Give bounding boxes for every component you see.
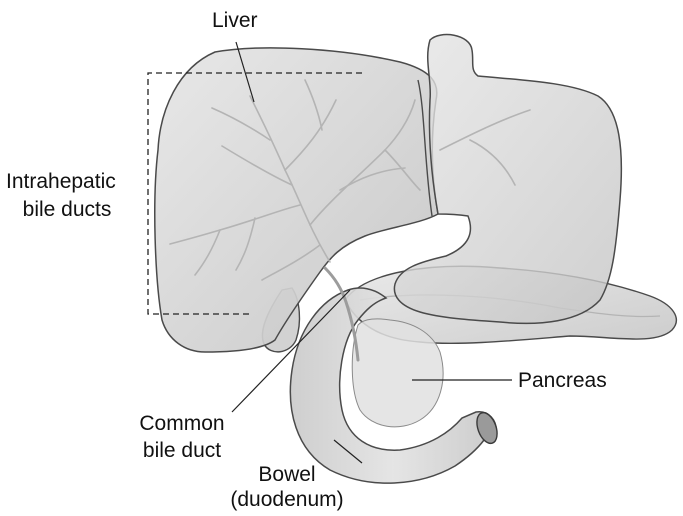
common-bile-duct-label-line2: bile duct: [126, 439, 238, 463]
intrahepatic-label-line1: Intrahepatic: [6, 170, 116, 194]
intrahepatic-label-line2: bile ducts: [6, 198, 128, 222]
bowel-label-line1: Bowel: [229, 463, 345, 487]
liver-label: Liver: [212, 9, 258, 33]
pancreas-label: Pancreas: [518, 369, 607, 393]
common-bile-duct-label-line1: Common: [126, 412, 238, 436]
bowel-label-line2: (duodenum): [229, 488, 345, 512]
